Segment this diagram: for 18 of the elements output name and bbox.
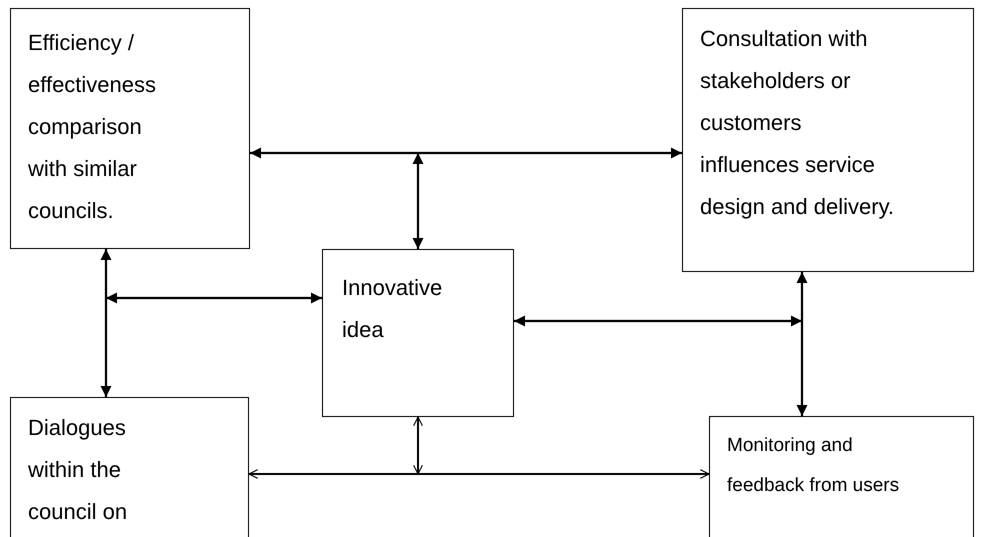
double-arrow [100, 249, 112, 397]
double-arrow [250, 148, 682, 158]
box-text: Consultation with stakeholders or customers influences service design and delivery. [700, 25, 896, 221]
process-box [10, 8, 250, 249]
double-arrow [412, 153, 424, 249]
box-text: Dialogues within the council on [28, 414, 128, 526]
double-arrow [412, 416, 424, 475]
double-arrow [514, 316, 802, 326]
process-box [709, 416, 974, 537]
process-box [682, 8, 974, 272]
box-text: Monitoring and feedback from users [727, 434, 900, 498]
double-arrow [106, 292, 322, 304]
box-text: Efficiency / effectiveness comparison with similar councils. [28, 29, 158, 225]
double-arrow [248, 468, 710, 480]
double-arrow [796, 272, 808, 416]
process-box [322, 249, 514, 417]
process-box [10, 397, 249, 537]
box-text: Innovative idea [342, 274, 444, 344]
